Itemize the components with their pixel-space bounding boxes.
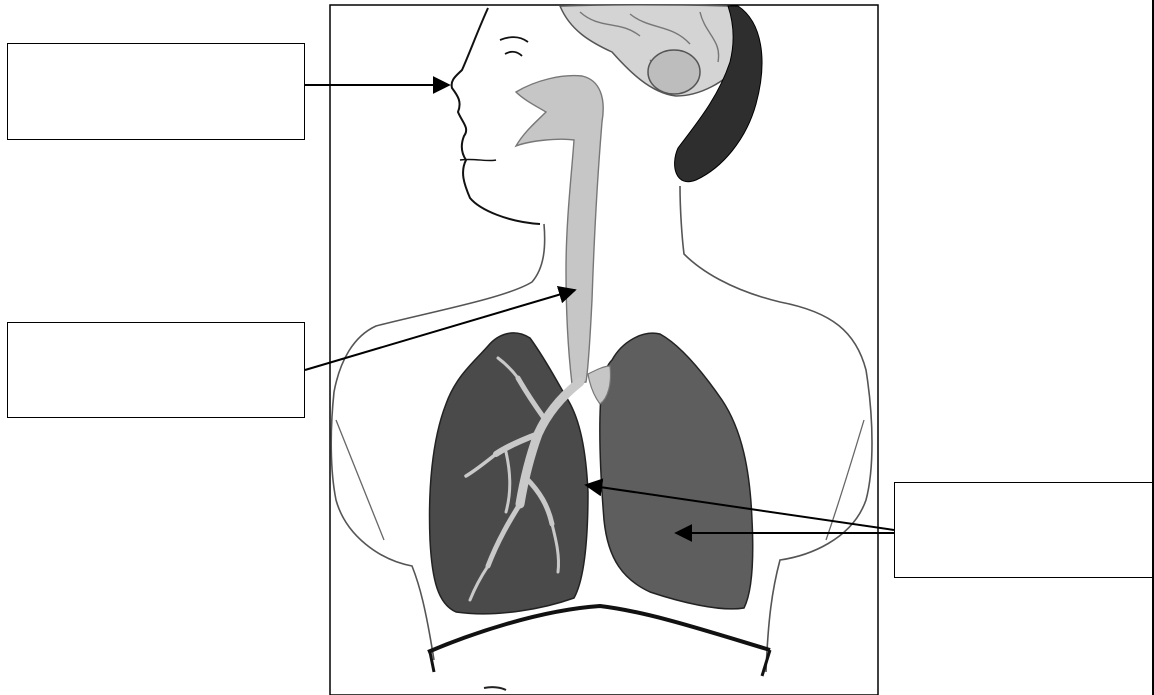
label-box-lungs[interactable] — [894, 482, 1154, 578]
label-box-trachea[interactable] — [7, 322, 305, 418]
picture-frame — [330, 5, 878, 695]
page-right-border — [1152, 0, 1154, 695]
label-box-nose[interactable] — [7, 43, 305, 140]
